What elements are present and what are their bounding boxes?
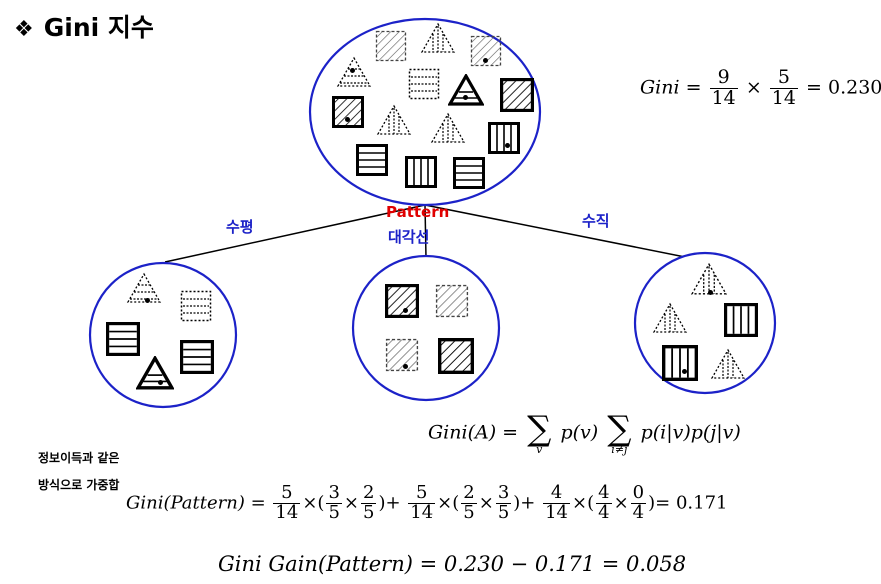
branch-label-vertical: 수직 bbox=[582, 212, 610, 230]
child-node-vertical bbox=[633, 251, 777, 395]
edge-left bbox=[164, 204, 426, 263]
gini-gain-formula: Gini Gain(Pattern) = 0.230 − 0.171 = 0.0… bbox=[218, 552, 687, 576]
branch-label-horizontal: 수평 bbox=[226, 218, 254, 236]
page-title: ❖ Gini 지수 bbox=[14, 8, 154, 44]
edge-right bbox=[424, 204, 691, 259]
gini-a-formula: Gini(A) = ∑v p(v) ∑i≠j p(i|v)p(j|v) bbox=[428, 409, 741, 456]
edge-middle bbox=[424, 204, 427, 259]
branch-label-diagonal: 대각선 bbox=[388, 228, 430, 246]
note-line-1: 정보이득과 같은 bbox=[38, 451, 120, 465]
formula-lhs: Gini bbox=[640, 76, 680, 99]
root-node bbox=[308, 17, 542, 207]
title-text: Gini 지수 bbox=[43, 13, 154, 42]
child-node-horizontal bbox=[88, 261, 238, 409]
diamond-bullet-icon: ❖ bbox=[14, 17, 34, 42]
child-node-diagonal bbox=[351, 254, 501, 402]
split-attribute-label: Pattern bbox=[386, 203, 450, 221]
note-line-2: 방식으로 가중합 bbox=[38, 478, 120, 492]
